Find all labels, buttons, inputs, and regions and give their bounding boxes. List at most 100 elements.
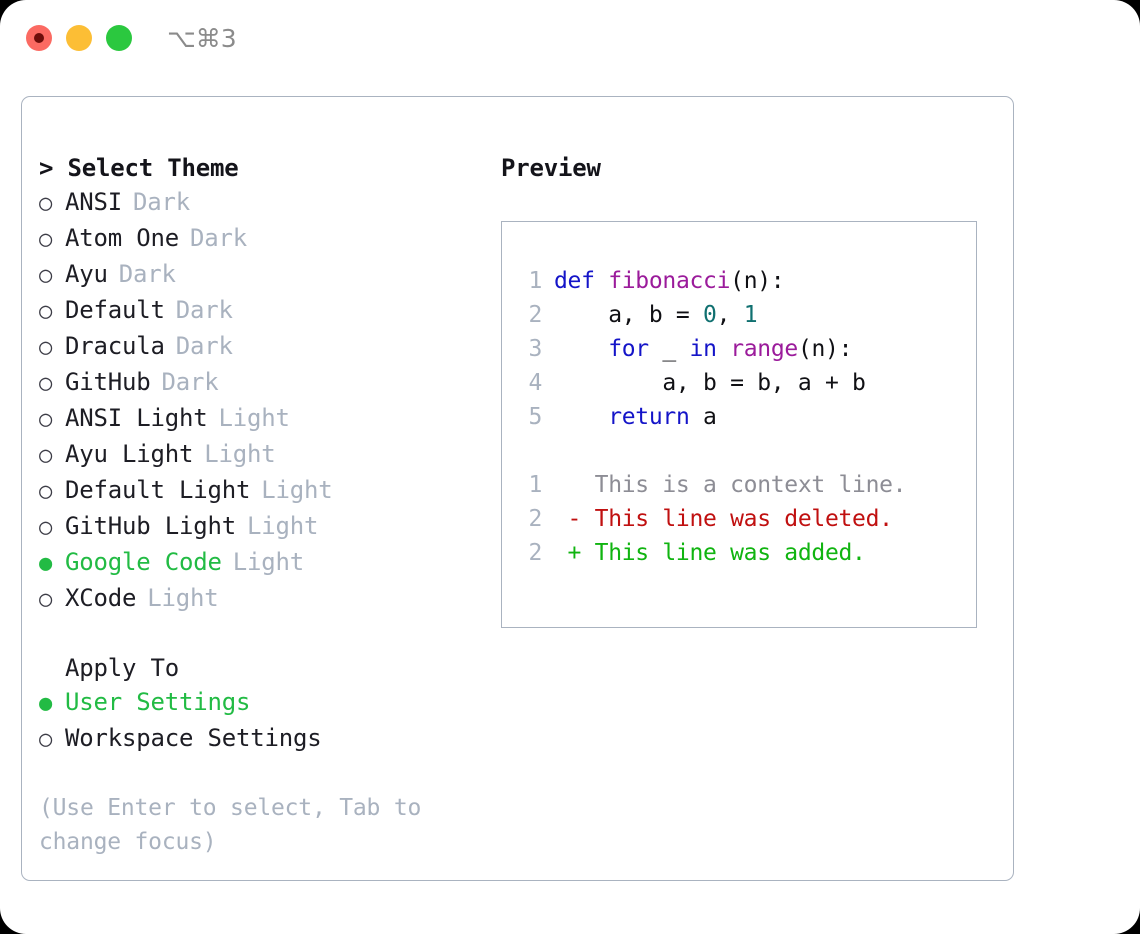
apply-to-option-label: Workspace Settings [65,724,322,752]
theme-option-label: XCode [65,584,137,612]
code-token: return [608,404,690,430]
apply-to-heading: Apply To [65,654,179,682]
theme-option-3[interactable]: ○ Default Dark [39,293,499,329]
radio-unselected-icon: ○ [39,515,53,540]
code-token: a, b = [554,302,704,328]
code-token: in [689,336,717,362]
theme-option-9[interactable]: ○ GitHub Light Light [39,509,499,545]
radio-unselected-icon: ○ [39,479,53,504]
window-controls [26,25,132,51]
theme-option-tag: Dark [175,296,233,324]
theme-option-0[interactable]: ○ ANSI Dark [39,185,499,221]
theme-option-6[interactable]: ○ ANSI Light Light [39,401,499,437]
radio-unselected-icon: ○ [39,191,53,216]
code-token [717,332,731,366]
preview-title: Preview [501,154,601,182]
theme-option-8[interactable]: ○ Default Light Light [39,473,499,509]
theme-option-label: Dracula [65,332,165,360]
diff-line: 2 + This line was added. [514,536,976,570]
code-token: fibonacci [608,268,731,294]
list-spacer [39,617,499,651]
code-token: a, b = b, a + b [554,370,866,396]
code-token: for [608,336,649,362]
close-button[interactable] [26,25,52,51]
theme-picker-heading: > Select Theme [39,154,239,182]
radio-unselected-icon: ○ [39,371,53,396]
theme-option-label: Google Code [65,548,222,576]
radio-unselected-icon: ○ [39,407,53,432]
radio-unselected-icon: ○ [39,299,53,324]
code-token [554,332,608,366]
diff-sample: 1 This is a context line.2 - This line w… [514,468,976,570]
theme-option-tag: Dark [175,332,233,360]
theme-option-11[interactable]: ○ XCode Light [39,581,499,617]
theme-option-label: ANSI Light [65,404,208,432]
theme-option-tag: Dark [133,188,190,216]
code-token: - This line was deleted. [554,506,893,532]
code-token: def [554,268,609,294]
theme-option-tag: Light [247,512,319,540]
line-number: 1 [528,472,542,498]
theme-option-label: Default Light [65,476,251,504]
theme-option-2[interactable]: ○ Ayu Dark [39,257,499,293]
theme-option-10[interactable]: ● Google Code Light [39,545,499,581]
theme-option-label: Ayu Light [65,440,194,468]
code-line: 2 a, b = 0, 1 [514,298,976,332]
theme-option-tag: Light [261,476,333,504]
keyboard-shortcut-label: ⌥⌘3 [167,24,237,53]
code-gap [514,434,976,468]
keyboard-hint: (Use Enter to select, Tab to change focu… [39,795,422,855]
code-token: a [689,404,717,430]
theme-option-7[interactable]: ○ Ayu Light Light [39,437,499,473]
radio-unselected-icon: ○ [39,335,53,360]
diff-line: 1 This is a context line. [514,468,976,502]
radio-unselected-icon: ○ [39,727,53,752]
zoom-button[interactable] [106,25,132,51]
theme-option-label: ANSI [65,188,122,216]
line-number: 4 [528,370,542,396]
theme-option-label: Ayu [65,260,108,288]
radio-unselected-icon: ○ [39,443,53,468]
code-token: This is a context line. [554,472,907,498]
theme-option-4[interactable]: ○ Dracula Dark [39,329,499,365]
theme-option-tag: Light [232,548,304,576]
theme-option-label: Atom One [65,224,179,252]
code-token: 1 [743,302,758,328]
apply-to-list: ●User Settings ○ Workspace Settings [39,685,499,757]
theme-option-label: GitHub Light [65,512,236,540]
theme-option-label: Default [65,296,165,324]
line-number: 1 [528,268,542,294]
radio-unselected-icon: ○ [39,587,53,612]
code-line: 1 def fibonacci(n): [514,264,976,298]
minimize-button[interactable] [66,25,92,51]
code-token: _ [648,336,690,362]
theme-option-1[interactable]: ○ Atom One Dark [39,221,499,257]
code-token: (n): [797,336,853,362]
title-bar: ⌥⌘3 [0,0,1140,80]
theme-option-tag: Light [218,404,290,432]
diff-line: 2 - This line was deleted. [514,502,976,536]
line-number: 2 [528,540,542,566]
theme-option-tag: Light [204,440,276,468]
code-token: , [716,302,744,328]
apply-to-option-1[interactable]: ○ Workspace Settings [39,721,499,757]
code-line: 4 a, b = b, a + b [514,366,976,400]
theme-option-tag: Dark [190,224,247,252]
apply-to-option-0[interactable]: ●User Settings [39,685,499,721]
radio-selected-icon: ● [39,551,53,576]
radio-unselected-icon: ○ [39,227,53,252]
code-token: (n): [730,268,785,294]
theme-option-tag: Light [147,584,219,612]
apply-to-option-label: User Settings [65,688,251,716]
theme-option-tag: Dark [118,260,176,288]
code-token: range [730,336,798,362]
theme-option-tag: Dark [161,368,219,396]
code-token: + This line was added. [554,540,866,566]
radio-unselected-icon: ○ [39,263,53,288]
